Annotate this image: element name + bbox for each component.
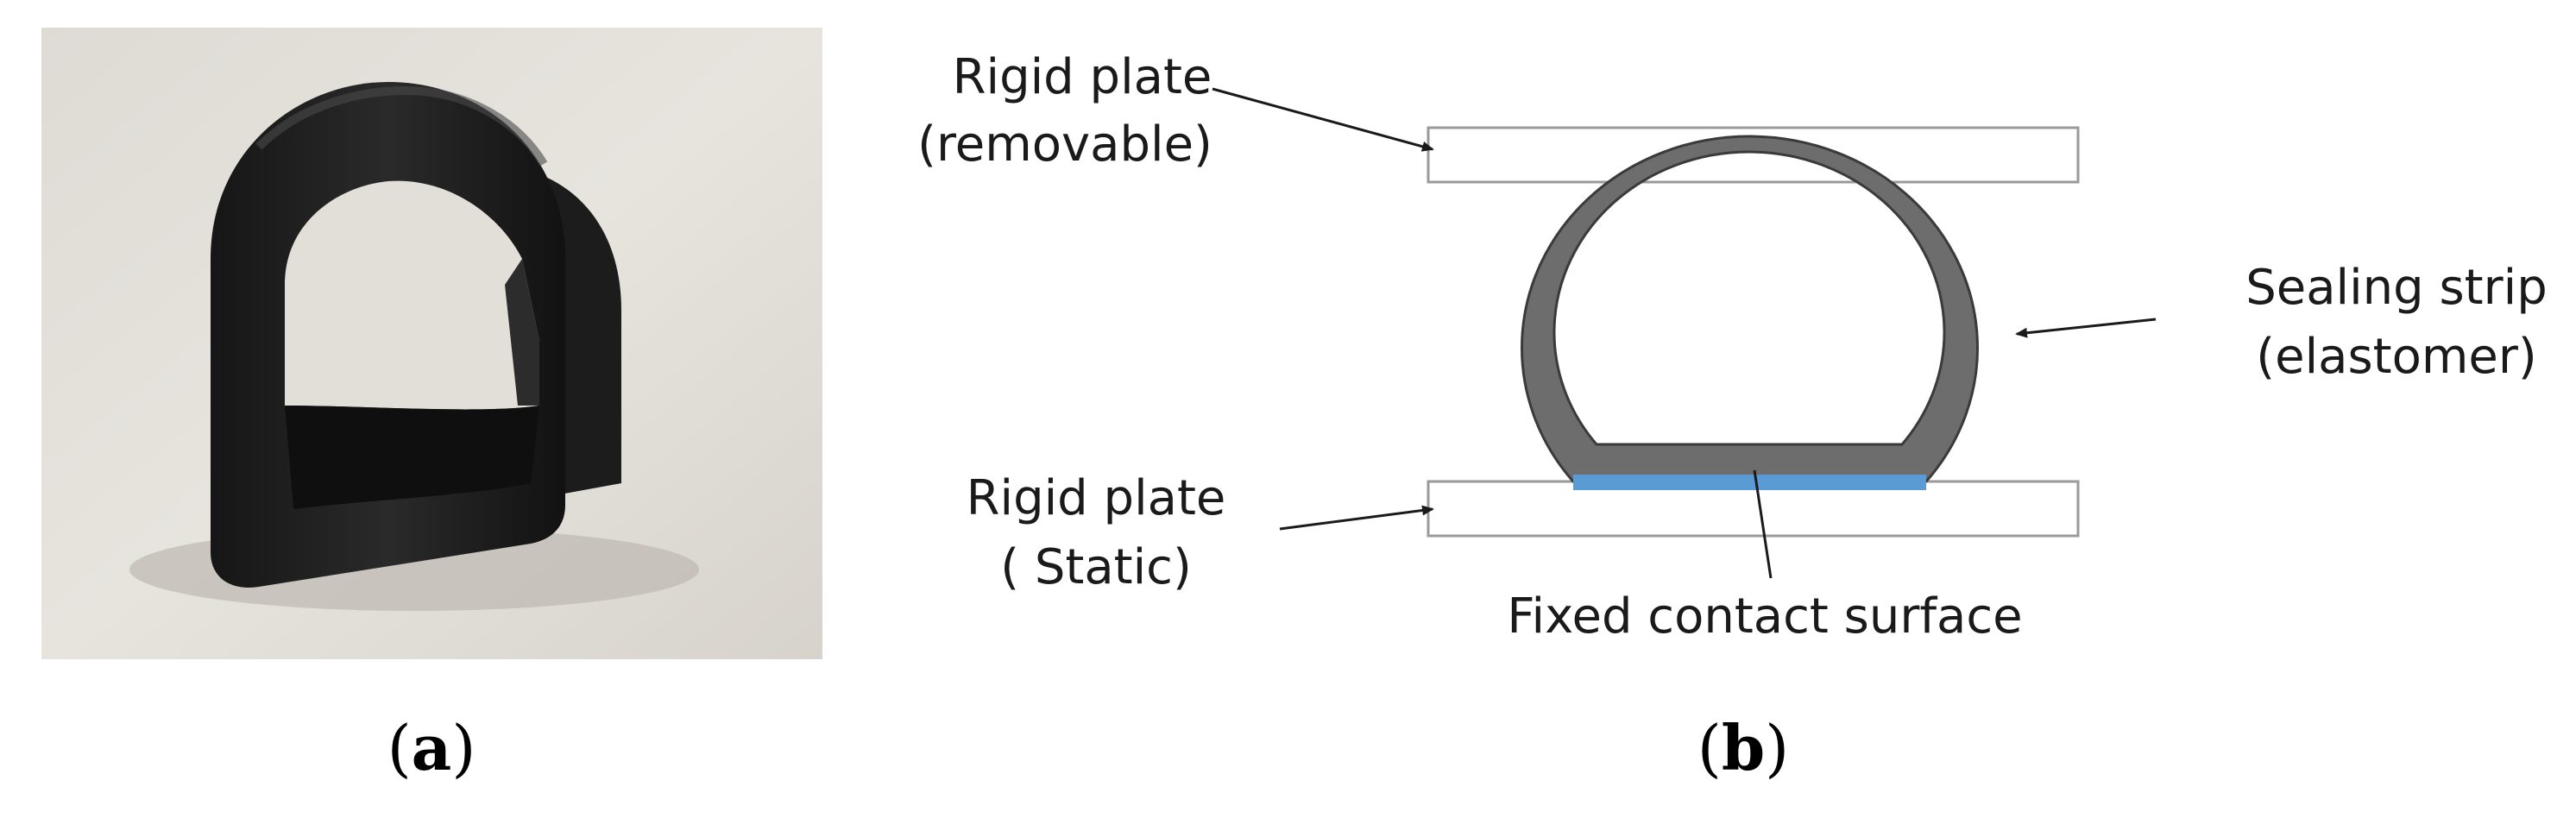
sealing-strip-photo: [41, 28, 822, 659]
label-bottom-plate-line2: ( Static): [1000, 539, 1192, 595]
panel-b-caption: (b): [1697, 711, 1790, 784]
label-top-plate-line2: (removable): [917, 116, 1212, 173]
label-fixed-contact-surface: Fixed contact surface: [1507, 588, 2022, 645]
sealing-strip-cross-section: [1521, 135, 1979, 483]
label-sealing-strip-line2: (elastomer): [2256, 329, 2536, 385]
arrow-bottom-plate: [1279, 505, 1434, 531]
label-sealing-strip-line1: Sealing strip: [2245, 260, 2548, 316]
panel-a-caption: (a): [387, 711, 476, 784]
fixed-contact-surface: [1573, 475, 1926, 490]
arrow-sealing-strip: [2015, 318, 2157, 338]
label-bottom-plate-line1: Rigid plate: [967, 470, 1226, 526]
panel-a: (a): [41, 28, 822, 784]
arrow-top-plate: [1212, 87, 1434, 152]
leader-contact-surface: [1753, 469, 1773, 579]
panel-b: Rigid plate (removable) Rigid plate ( St…: [917, 49, 2548, 784]
label-top-plate-line1: Rigid plate: [953, 49, 1212, 105]
